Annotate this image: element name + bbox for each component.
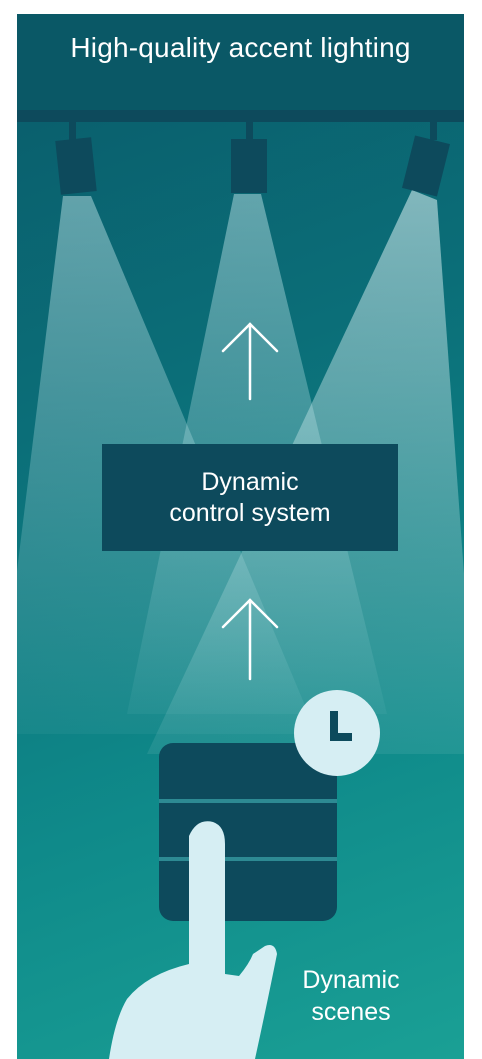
control-panel-icon	[159, 743, 337, 921]
scenes-label-line2: scenes	[311, 998, 391, 1026]
clock-icon	[294, 690, 380, 776]
spotlight-icon	[231, 122, 267, 193]
control-system-label-line2: control system	[169, 498, 331, 527]
control-system-label-line1: Dynamic	[201, 467, 299, 496]
page-title: High-quality accent lighting	[70, 32, 411, 63]
scenes-label-line1: Dynamic	[302, 966, 400, 994]
title-bar: High-quality accent lighting	[17, 14, 464, 110]
spotlight-icon	[55, 122, 97, 195]
hand-pointer-icon	[109, 821, 277, 1059]
up-arrow-icon	[221, 322, 279, 401]
up-arrow-icon	[221, 598, 279, 681]
dynamic-scenes-label: Dynamic scenes	[271, 964, 431, 1028]
infographic-panel: High-quality accent lighting Dynamic con…	[17, 14, 464, 1059]
control-system-box: Dynamic control system	[102, 444, 398, 551]
spotlight-icon	[402, 122, 450, 197]
track-rail	[17, 110, 464, 122]
